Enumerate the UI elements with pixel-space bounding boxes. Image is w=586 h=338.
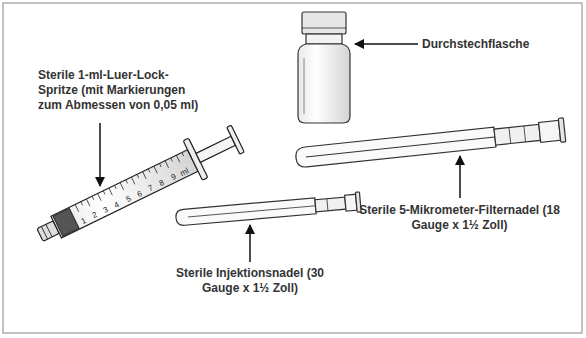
scale-tick	[126, 180, 128, 184]
filter-needle	[295, 118, 566, 170]
scale-tick	[182, 152, 184, 156]
scale-tick	[120, 183, 124, 190]
scale-tick	[148, 169, 150, 173]
scale-tick	[137, 174, 139, 178]
callout-label: Sterile 5-Mikrometer-Filternadel (18 Gau…	[352, 203, 567, 233]
callout-label: Sterile 1-ml-Luer-Lock- Spritze (mit Mar…	[38, 68, 206, 113]
scale-tick	[131, 177, 135, 184]
callout-arrow	[249, 225, 251, 262]
scale-tick	[154, 166, 158, 173]
scale-tick	[159, 163, 161, 167]
scale-tick	[165, 161, 169, 168]
scale-tick	[81, 202, 83, 206]
callout-arrow	[355, 43, 418, 45]
injection-needle	[175, 192, 361, 228]
scale-tick	[176, 155, 180, 162]
scale-tick	[75, 204, 79, 211]
scale-tick	[86, 199, 90, 206]
callout-label: Sterile Injektionsnadel (30 Gauge x 1½ Z…	[170, 266, 330, 296]
syringe	[30, 119, 247, 255]
callout-arrow	[459, 156, 461, 198]
callout-label: Durchstechflasche	[422, 37, 572, 52]
callout-arrow	[99, 123, 101, 186]
scale-tick	[188, 150, 192, 157]
frame-border	[3, 3, 582, 333]
scale-tick	[103, 191, 105, 195]
scale-tick	[143, 172, 147, 179]
scale-tick	[109, 188, 113, 195]
scale-tick	[115, 185, 117, 189]
scale-tick	[98, 194, 102, 201]
scale-tick	[92, 196, 94, 200]
scale-tick	[171, 158, 173, 162]
vial	[298, 12, 350, 123]
